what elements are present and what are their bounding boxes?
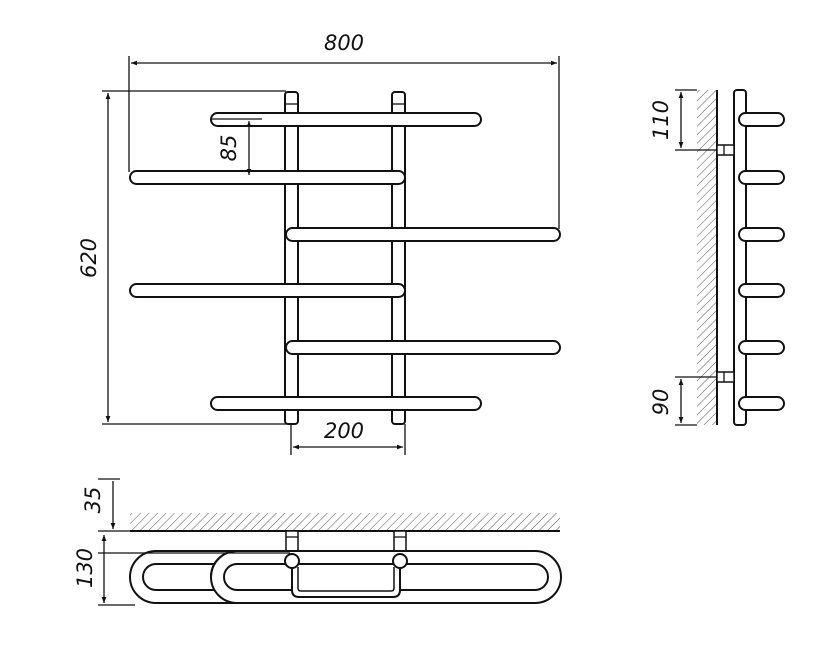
rail-2 — [129, 170, 406, 185]
side-bracket-top — [716, 144, 735, 156]
dim-130-label: 130 — [73, 548, 97, 588]
side-bracket-bottom — [716, 371, 735, 383]
dim-90-label: 90 — [649, 389, 673, 416]
side-view: 110 90 — [649, 89, 785, 426]
rail-6 — [210, 396, 482, 411]
side-rail-4 — [738, 283, 785, 298]
side-post — [733, 89, 747, 426]
top-wall — [130, 513, 560, 531]
rail-4 — [129, 283, 406, 298]
rail-5 — [285, 340, 561, 355]
rail-1 — [210, 112, 482, 127]
dim-620-label: 620 — [77, 238, 101, 278]
dim-800-label: 800 — [324, 31, 364, 55]
rail-3 — [285, 227, 561, 242]
side-rail-3 — [738, 227, 785, 242]
front-view: 800 620 85 200 — [77, 31, 561, 455]
side-rail-6 — [738, 396, 785, 411]
dim-35-label: 35 — [81, 487, 105, 514]
side-rail-5 — [738, 340, 785, 355]
dim-200-label: 200 — [324, 419, 364, 443]
top-post-left — [284, 553, 300, 569]
left-post — [284, 91, 299, 425]
side-rail-2 — [738, 170, 785, 185]
top-post-link — [291, 567, 401, 598]
dim-110-label: 110 — [649, 100, 673, 140]
dim-85-label: 85 — [217, 135, 241, 162]
side-rail-1 — [738, 112, 785, 127]
top-post-right — [392, 553, 408, 569]
right-post — [391, 91, 406, 425]
top-view: 35 130 — [73, 478, 562, 606]
side-wall — [697, 90, 717, 425]
